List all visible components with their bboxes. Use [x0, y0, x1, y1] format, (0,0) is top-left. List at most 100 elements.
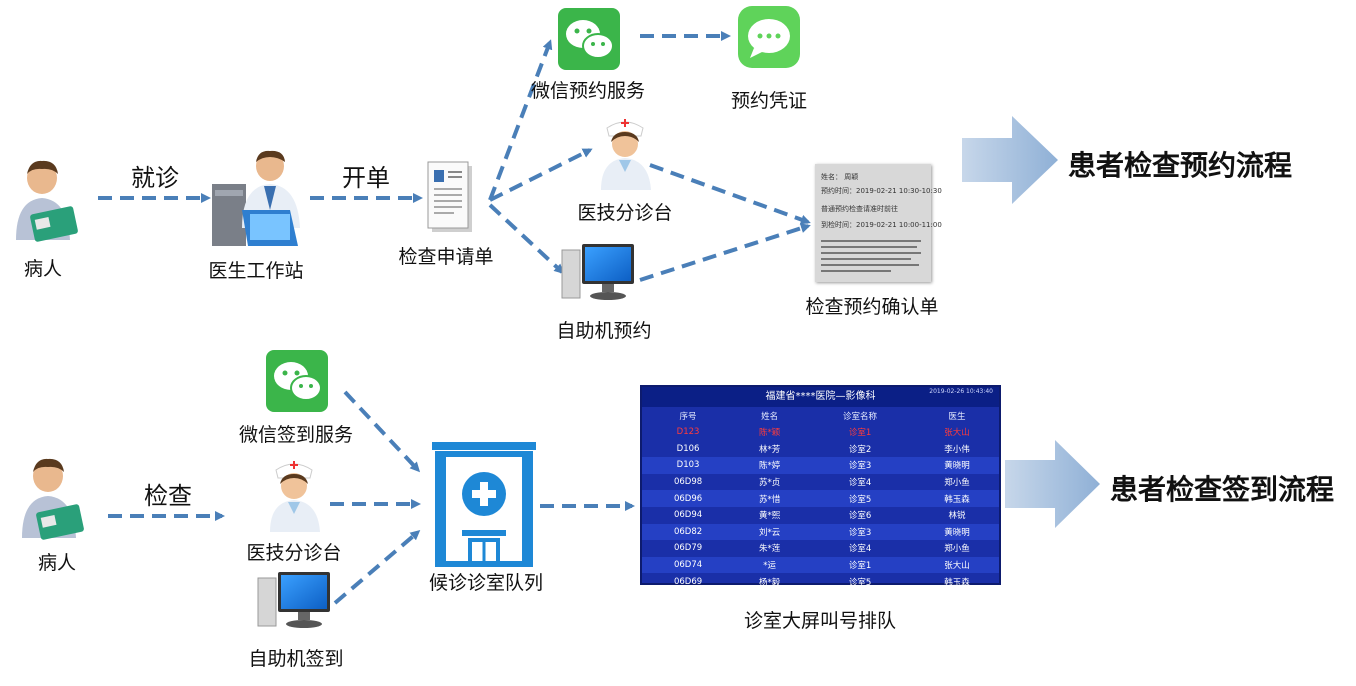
queue-col-number: 序号: [679, 411, 697, 422]
label-waiting-queue: 候诊诊室队列: [428, 572, 544, 594]
big-arrow-booking: [962, 116, 1058, 204]
queue-cell-room: 诊室1: [805, 556, 915, 574]
queue-cell-room: 诊室3: [805, 523, 915, 541]
big-arrow-checkin: [1005, 440, 1100, 528]
queue-cell-number: 06D96: [642, 490, 735, 507]
queue-cell-name: 黄*熙: [758, 511, 781, 522]
wechat-icon: [266, 350, 328, 412]
queue-row: 06D94 黄*熙 诊室6 林锐: [642, 507, 999, 524]
label-triage-desk: 医技分诊台: [246, 542, 342, 564]
queue-cell-number: D106: [676, 443, 700, 454]
queue-cell-room: 诊室3: [805, 457, 915, 474]
kiosk-computer-icon: [561, 244, 634, 300]
queue-cell-doctor: 林锐: [948, 511, 966, 522]
arrow-request-to-wechat: [488, 39, 553, 201]
doctor-workstation-icon: [212, 150, 300, 246]
label-booking-voucher: 预约凭证: [730, 90, 808, 112]
queue-cell-doctor: 韩玉森: [944, 577, 970, 588]
patient-icon: [16, 160, 78, 242]
confirm-line: 姓名： 周颖: [821, 173, 859, 181]
arrow-request-to-triage: [489, 148, 593, 202]
queue-cell-name: 陈*婷: [734, 457, 806, 474]
label-visit: 就诊: [131, 164, 179, 192]
queue-cell-number: 06D94: [673, 510, 703, 521]
nurse-icon: [601, 119, 651, 190]
queue-cell-name: 苏*惜: [734, 490, 806, 507]
queue-col-room: 诊室名称: [843, 411, 878, 422]
queue-cell-name: *运: [734, 556, 806, 574]
queue-cell-room: 诊室1: [848, 428, 872, 439]
queue-cell-number: D103: [642, 457, 735, 474]
queue-cell-doctor: 韩玉森: [915, 490, 999, 507]
kiosk-computer-icon: [257, 572, 330, 628]
queue-cell-room: 诊室4: [848, 478, 872, 489]
arrow-wechat-to-queue: [343, 390, 421, 473]
queue-col-doctor: 医生: [948, 411, 966, 422]
exam-request-form-icon: [427, 161, 472, 232]
queue-cell-doctor: 李小伟: [944, 444, 970, 455]
queue-cell-name: 刘*云: [734, 523, 806, 541]
label-kiosk-booking: 自助机预约: [556, 320, 652, 342]
queue-cell-name: 杨*毅: [758, 577, 781, 588]
label-exam: 检查: [144, 482, 192, 510]
queue-cell-name: 苏*贞: [758, 478, 781, 489]
label-booking-confirm: 检查预约确认单: [805, 296, 939, 318]
label-triage-desk: 医技分诊台: [577, 202, 673, 224]
booking-confirmation-slip: 姓名： 周颖 预约时间：2019-02-21 10:30-10:30 普通预约检…: [815, 164, 942, 282]
patient-icon: [22, 458, 84, 540]
booking-flow-arrows: [98, 31, 811, 282]
queue-cell-room: 诊室5: [848, 577, 872, 588]
queue-row: 06D69 杨*毅 诊室5 韩玉森: [642, 573, 999, 590]
queue-cell-room: 诊室4: [848, 544, 872, 555]
queue-cell-doctor: 黄晓明: [915, 457, 999, 474]
label-patient: 病人: [37, 552, 77, 574]
queue-cell-name: 陈*颖: [758, 428, 781, 439]
queue-col-name: 姓名: [761, 411, 779, 422]
queue-cell-room: 诊室5: [805, 490, 915, 507]
queue-cell-number: D123: [676, 427, 700, 438]
arrow-request-to-kiosk: [488, 203, 565, 275]
arrow-triage-to-confirm: [649, 163, 811, 225]
screen-timestamp: 2019-02-26 10:43:40: [929, 388, 993, 395]
wechat-icon: [558, 8, 620, 70]
label-wechat-checkin: 微信签到服务: [238, 424, 354, 446]
queue-cell-doctor: 郑小鱼: [944, 544, 970, 555]
queue-cell-number: 06D79: [673, 543, 703, 554]
queue-row: 06D79 朱*莲 诊室4 郑小鱼: [642, 540, 999, 557]
label-kiosk-checkin: 自助机签到: [248, 648, 344, 670]
queue-cell-name: 朱*莲: [758, 544, 781, 555]
confirm-line: 预约时间：2019-02-21 10:30-10:30: [821, 187, 942, 195]
queue-cell-doctor: 郑小鱼: [944, 478, 970, 489]
queue-header-row: 序号 姓名 诊室名称 医生: [642, 407, 999, 424]
screen-header: 福建省****医院—影像科 2019-02-26 10:43:40: [642, 387, 999, 407]
confirm-line: 普通预约检查请准时前往: [821, 205, 898, 213]
hospital-queue-icon: [432, 442, 536, 567]
queue-cell-name: 林*芳: [758, 444, 781, 455]
queue-cell-room: 诊室6: [848, 511, 872, 522]
confirm-line: 到检时间：2019-02-21 10:00-11:00: [821, 221, 942, 229]
queue-cell-doctor: 张大山: [915, 556, 999, 574]
arrow-kiosk-to-confirm: [639, 223, 811, 282]
label-order: 开单: [342, 164, 390, 192]
queue-cell-doctor: 黄晓明: [915, 523, 999, 541]
label-doctor-station: 医生工作站: [208, 260, 304, 282]
label-patient: 病人: [23, 258, 63, 280]
label-screen-queue: 诊室大屏叫号排队: [743, 610, 897, 632]
queue-cell-number: 06D74: [642, 556, 735, 574]
nurse-icon: [270, 461, 320, 532]
queue-cell-number: 06D82: [642, 523, 735, 541]
arrow-kiosk-to-queue: [333, 530, 421, 605]
queue-cell-number: 06D69: [673, 576, 703, 587]
queue-display-screen: 福建省****医院—影像科 2019-02-26 10:43:40 序号 姓名 …: [640, 385, 1001, 588]
message-icon: [738, 6, 800, 68]
checkin-flow-arrows: [108, 390, 635, 605]
title-checkin-flow: 患者检查签到流程: [1110, 473, 1335, 506]
